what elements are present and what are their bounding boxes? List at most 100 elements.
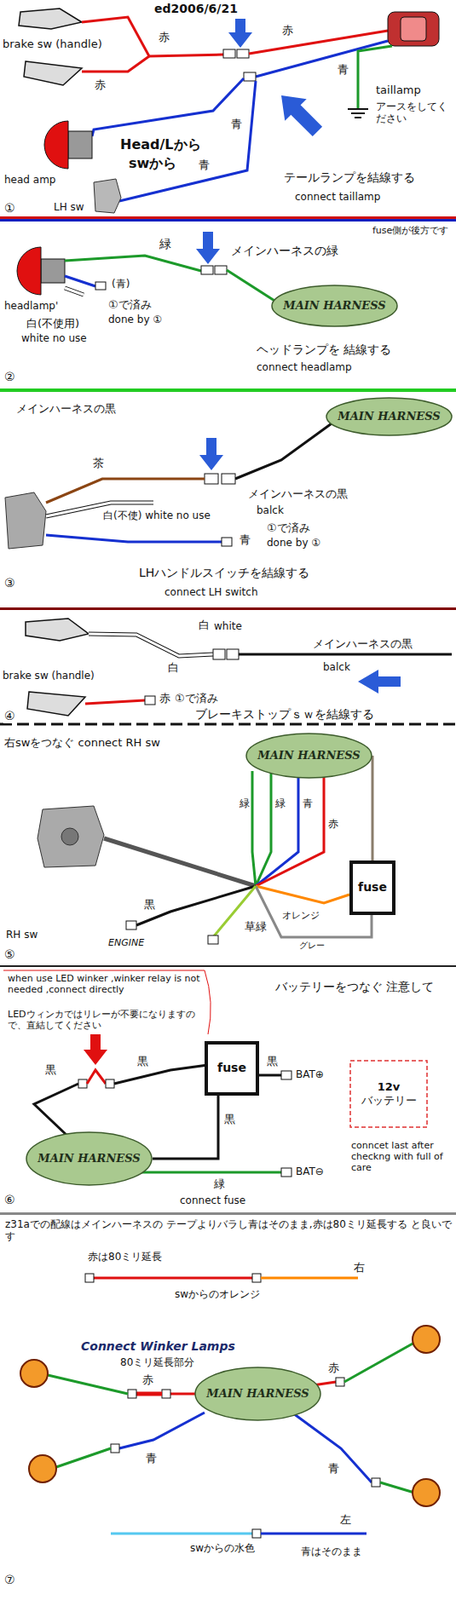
connector (281, 1168, 292, 1178)
note-text: アースをしてください (375, 100, 452, 126)
wire-color-label: 黒 (44, 1063, 58, 1078)
lh-switch-symbol (5, 492, 47, 549)
fuse-shape (206, 1043, 258, 1095)
step-title: ブレーキストップｓｗを結線する (194, 707, 376, 722)
box-label: fuse (357, 880, 387, 896)
connector (252, 1529, 261, 1539)
wire-color-label: 青 (144, 1452, 158, 1467)
note-text: 80ミリ延長部分 (119, 1356, 196, 1369)
pointer-arrow (199, 438, 224, 471)
winker-lamp (28, 1455, 57, 1484)
wire-color-label: 黒 (136, 1055, 150, 1069)
part-name: 左 (339, 1513, 353, 1528)
wire-color-label: balck (255, 504, 285, 517)
wire-color-label: メインハーネスの緑 (230, 243, 340, 259)
green-wire (226, 270, 282, 306)
harness-name: MAIN HARNESS (37, 1152, 140, 1166)
box-label: 12v (361, 1080, 417, 1095)
green-wire (126, 1171, 282, 1175)
black-wire (255, 1074, 282, 1078)
lh-switch-symbol (93, 178, 122, 214)
node-text-group: MAIN HARNESS (206, 1387, 309, 1402)
rh-switch-symbol (37, 806, 104, 868)
white-wire (88, 634, 214, 657)
note-text: done by ① (265, 536, 322, 549)
headlamp-body (40, 259, 65, 283)
black-wire (114, 1065, 208, 1085)
note-text: 赤は80ミリ延長 (86, 1251, 163, 1264)
wire-color-label: 緑 (158, 236, 173, 252)
battery-box: 12vバッテリー (349, 1060, 428, 1129)
part-name: BAT⊕ (294, 1068, 325, 1081)
ground-symbol (347, 108, 369, 110)
wire-color-label: 草緑 (243, 920, 268, 935)
wire-color-label: 緑 (274, 797, 287, 810)
wire-color-label: balck (322, 661, 352, 674)
winker-lamp (412, 1326, 440, 1354)
winker-lamp (20, 1360, 48, 1388)
wire-color-label: 青 (238, 533, 252, 548)
wire-connector (371, 756, 375, 861)
connector (221, 473, 236, 485)
step-number: ③ (3, 576, 17, 591)
part-name: LH sw (52, 201, 86, 214)
light-blue-wire (110, 1533, 253, 1536)
box-label: バッテリー (361, 1094, 417, 1109)
wire-color-label: 青 (301, 797, 314, 810)
step-number: ② (3, 369, 17, 385)
connector (144, 696, 156, 705)
pointer-arrow (270, 84, 329, 143)
note-text: ①で済み (265, 521, 312, 536)
harness-blob: MAIN HARNESS (271, 284, 399, 328)
harness-shape (195, 1368, 321, 1421)
connector (371, 1478, 381, 1488)
connector (105, 1079, 115, 1089)
harness-shape (246, 733, 372, 779)
part-name: brake sw (handle) (1, 669, 96, 682)
red-wire (85, 700, 145, 705)
connector (226, 649, 239, 660)
red-wire (81, 56, 150, 72)
taillamp-lens (400, 17, 427, 41)
wire-color-label: メインハーネスの黒 (15, 402, 117, 416)
brake-lever (27, 692, 86, 716)
green-wire (255, 771, 272, 887)
step-title: テールランプを結線する (282, 170, 416, 185)
orange-wire (260, 1277, 358, 1281)
wire-color-label: 赤 (327, 1362, 341, 1376)
fuse-box: fuse (204, 1041, 260, 1097)
step-title: LHハンドルスイッチを結線する (138, 565, 311, 581)
brake-lever (18, 8, 82, 29)
harness-blob: MAIN HARNESS (194, 1367, 322, 1422)
note-text: when use LED winker ,winker relay is not… (6, 973, 203, 996)
connector (161, 1390, 171, 1399)
pointer-arrow (196, 231, 220, 265)
wire-color-label: 赤 (93, 78, 107, 93)
step-number: ⑥ (3, 1193, 17, 1208)
blue-wire (255, 40, 388, 77)
connector (127, 1390, 137, 1399)
node-text-group: MAIN HARNESS (37, 1152, 140, 1166)
green-wire (47, 1375, 128, 1395)
wire-color-label: 白(不使用) (25, 317, 81, 331)
note-text: Head/Lから (119, 136, 203, 153)
separator (0, 965, 456, 968)
rh-switch-detail (61, 828, 79, 846)
wire-color-label: 茶 (92, 456, 105, 471)
pointer-arrow (83, 1034, 108, 1066)
connector (223, 49, 236, 58)
green-wire (56, 1448, 111, 1468)
wire-color-label: 赤 (158, 692, 172, 706)
green-wire (344, 1343, 415, 1383)
note-text: conncet last after checkng with full of … (350, 1140, 453, 1175)
black-wire (34, 1084, 79, 1138)
wire-color-label: 赤 (281, 23, 295, 38)
step-number: ④ (3, 709, 17, 724)
wire-color-label: 白(不使) white no use (102, 509, 212, 522)
connector (78, 1079, 87, 1089)
wire-color-label: メインハーネスの黒 (247, 487, 349, 502)
wire-connector (152, 1096, 219, 1160)
separator (0, 216, 456, 220)
